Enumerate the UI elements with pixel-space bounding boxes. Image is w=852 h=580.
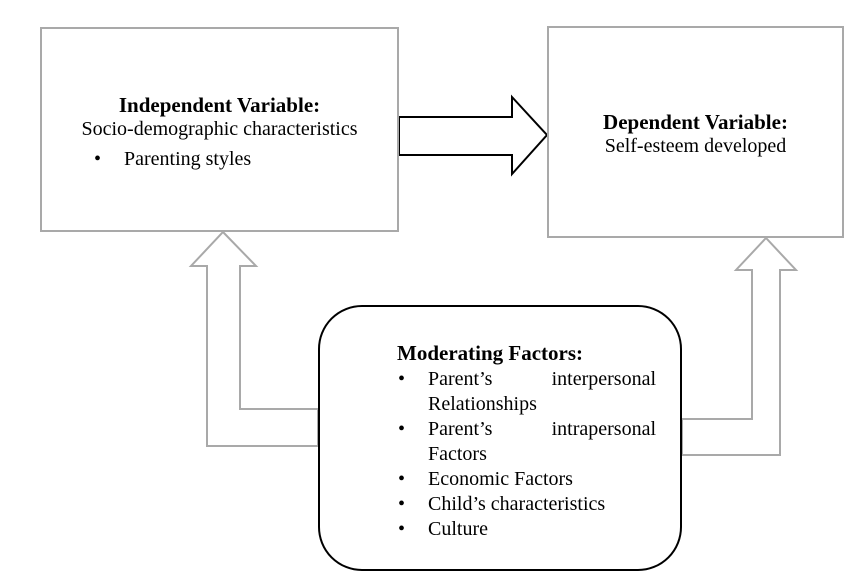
dependent-variable-subtitle: Self-esteem developed (604, 135, 787, 157)
moderating-factors-list: • Parent’s interpersonal Relationships • … (398, 367, 656, 542)
independent-variable-subtitle: Socio-demographic characteristics (81, 118, 358, 140)
moderating-factors-box: Moderating Factors: • Parent’s interperso… (318, 305, 682, 571)
dependent-variable-title: Dependent Variable: (603, 110, 788, 134)
list-item: • Culture (398, 517, 656, 542)
bullet-icon: • (398, 493, 406, 515)
independent-variable-title: Independent Variable: (118, 93, 321, 117)
independent-bullet-item: • Parenting styles (94, 147, 251, 172)
moderating-factors-title: Moderating Factors: (397, 341, 584, 365)
left-elbow-arrow (188, 230, 319, 447)
bullet-icon: • (398, 468, 406, 490)
list-item-text: Child’s characteristics (428, 493, 606, 515)
bullet-icon: • (94, 148, 102, 170)
list-item-word: intrapersonal (551, 418, 656, 440)
main-block-arrow (398, 94, 549, 177)
list-item-text: Culture (428, 518, 488, 540)
list-item: • Parent’s interpersonal Relationships (398, 367, 656, 417)
dependent-variable-box: Dependent Variable: Self-esteem develope… (547, 26, 844, 238)
list-item: • Child’s characteristics (398, 492, 656, 517)
bullet-icon: • (398, 418, 406, 440)
list-item-word: interpersonal (551, 368, 656, 390)
list-item-word: Parent’s (428, 418, 493, 440)
right-elbow-arrow (681, 236, 799, 456)
independent-bullet-text: Parenting styles (124, 148, 252, 170)
bullet-icon: • (398, 518, 406, 540)
bullet-icon: • (398, 368, 406, 390)
list-item-word: Parent’s (428, 368, 493, 390)
list-item-word: Factors (428, 443, 487, 465)
list-item-text: Economic Factors (428, 468, 573, 490)
independent-variable-box: Independent Variable: Socio-demographic … (40, 27, 399, 232)
list-item: • Parent’s intrapersonal Factors (398, 417, 656, 467)
list-item-word: Relationships (428, 393, 537, 415)
list-item: • Economic Factors (398, 467, 656, 492)
